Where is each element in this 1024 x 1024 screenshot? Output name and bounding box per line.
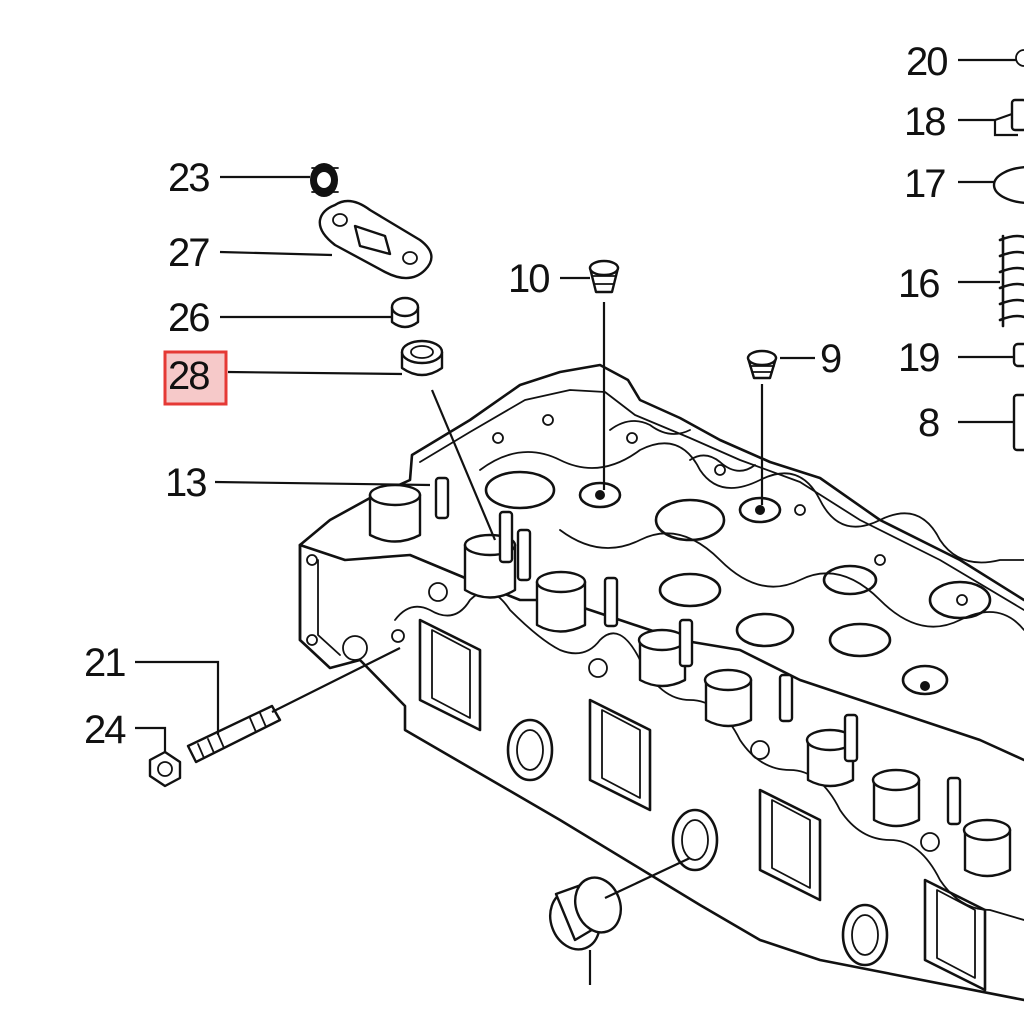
callout-28[interactable]: 28 bbox=[168, 354, 211, 398]
callout-23[interactable]: 23 bbox=[168, 156, 211, 200]
welch-plug[interactable] bbox=[542, 871, 628, 956]
cylinder-head bbox=[298, 363, 1024, 1002]
valve-cotter-part-20[interactable] bbox=[1015, 49, 1024, 67]
callout-17[interactable]: 17 bbox=[904, 162, 947, 206]
valve-guide-boss bbox=[871, 768, 921, 828]
valve-guide-boss bbox=[703, 668, 753, 728]
valve-guide-boss bbox=[368, 483, 422, 543]
callout-26[interactable]: 26 bbox=[168, 296, 211, 340]
valve-guide-boss bbox=[962, 818, 1012, 878]
lifting-bracket-part-27[interactable] bbox=[318, 199, 433, 280]
spring-seat-part-17[interactable] bbox=[992, 166, 1024, 204]
valve-retainer-part-18[interactable] bbox=[1010, 98, 1024, 132]
stud bbox=[434, 476, 962, 826]
guide-part-8[interactable] bbox=[1012, 393, 1024, 452]
nut-part-23[interactable] bbox=[310, 163, 339, 197]
callout-16[interactable]: 16 bbox=[898, 262, 941, 306]
collar-part-26[interactable] bbox=[390, 296, 420, 329]
callout-19[interactable]: 19 bbox=[898, 336, 941, 380]
callout-21[interactable]: 21 bbox=[84, 641, 127, 685]
valve-guide-boss bbox=[535, 570, 587, 633]
callouts: 20 18 17 16 19 8 23 27 26 28 13 10 9 21 … bbox=[84, 40, 949, 752]
callout-8[interactable]: 8 bbox=[918, 401, 941, 445]
highlight-box-28 bbox=[163, 350, 228, 406]
callout-10[interactable]: 10 bbox=[508, 257, 551, 301]
leader-lines bbox=[135, 58, 1018, 985]
valve-spring-part-16[interactable] bbox=[998, 234, 1024, 328]
seal-ring-part-28[interactable] bbox=[400, 339, 444, 377]
stud-part-21[interactable] bbox=[186, 704, 282, 764]
callout-13[interactable]: 13 bbox=[165, 461, 208, 505]
plug-part-9[interactable] bbox=[746, 349, 778, 380]
callout-24[interactable]: 24 bbox=[84, 708, 128, 752]
callout-18[interactable]: 18 bbox=[904, 100, 947, 144]
stem-seal-part-19[interactable] bbox=[1012, 342, 1024, 368]
callout-27[interactable]: 27 bbox=[168, 231, 211, 275]
nut-part-24[interactable] bbox=[148, 750, 182, 788]
plug-part-10[interactable] bbox=[588, 259, 620, 294]
valve-guide-boss bbox=[637, 628, 687, 688]
callout-9[interactable]: 9 bbox=[820, 337, 843, 381]
valve-guide-boss bbox=[805, 728, 855, 788]
callout-20[interactable]: 20 bbox=[906, 40, 949, 84]
